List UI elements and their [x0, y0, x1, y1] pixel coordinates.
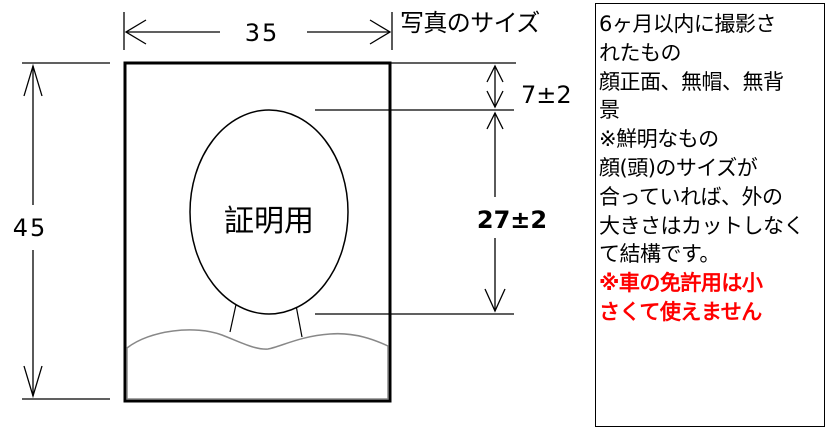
head-oval — [189, 109, 349, 315]
height-arrow-up-icon — [23, 63, 43, 97]
top-margin-arrow-down-icon — [486, 90, 504, 109]
warning-line: さくて使えません — [599, 299, 762, 324]
shoulders-outline — [126, 329, 389, 400]
note-line: れたもの — [599, 40, 682, 65]
note-line: 6ヶ月以内に撮影さ — [599, 12, 776, 36]
notes-box: 6ヶ月以内に撮影さ れたもの 顔正面、無帽、無背 景 ※鮮明なもの 顔(頭)のサ… — [595, 3, 825, 427]
width-label: 35 — [245, 19, 280, 47]
oval-label: 証明用 — [224, 204, 314, 239]
note-line: 顔(頭)のサイズが — [599, 155, 758, 180]
note-line: て結構です。 — [599, 242, 720, 267]
top-margin-arrow-up-icon — [486, 64, 504, 83]
note-line: ※鮮明なもの — [599, 127, 719, 152]
note-line: 合っていれば、外の — [599, 184, 783, 209]
note-line: 大きさはカットしなく — [599, 213, 805, 238]
height-label: 45 — [13, 214, 48, 242]
size-title: 写真のサイズ — [400, 9, 540, 37]
width-arrow-left-icon — [124, 19, 147, 45]
head-height-arrow-up-icon — [486, 111, 504, 130]
top-margin-label: 7±2 — [521, 81, 572, 109]
warning-line: ※車の免許用は小 — [599, 271, 763, 296]
note-line: 景 — [599, 98, 620, 123]
head-height-arrow-down-icon — [484, 288, 506, 313]
note-line: 顔正面、無帽、無背 — [599, 69, 784, 94]
width-arrow-right-icon — [369, 19, 392, 45]
height-arrow-down-icon — [23, 365, 43, 399]
head-height-label: 27±2 — [477, 206, 547, 234]
